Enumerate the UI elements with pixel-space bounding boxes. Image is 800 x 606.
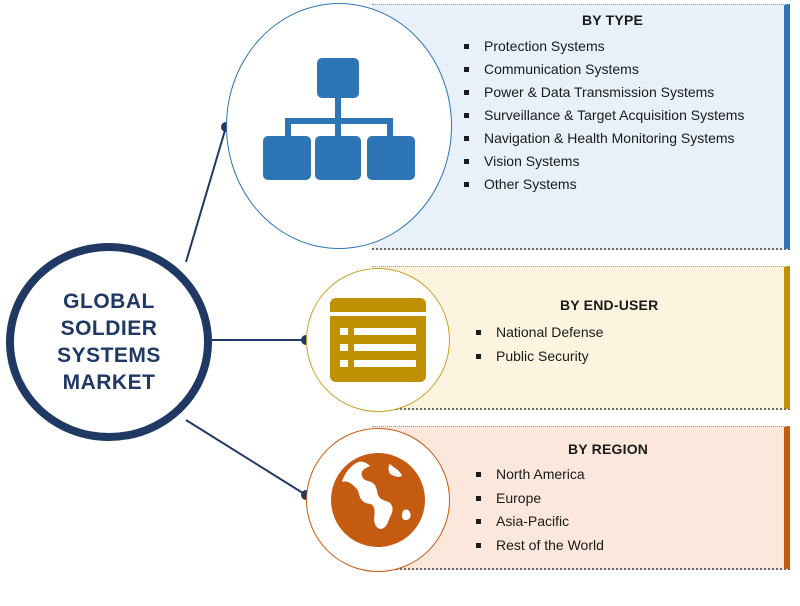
list-item: Other Systems <box>464 173 784 196</box>
hierarchy-icon <box>263 58 415 180</box>
main-market-circle: GLOBAL SOLDIER SYSTEMS MARKET <box>6 243 212 441</box>
list-item: Power & Data Transmission Systems <box>464 81 784 104</box>
list-item: Communication Systems <box>464 58 784 81</box>
region-icon-circle <box>306 428 450 572</box>
main-title: GLOBAL SOLDIER SYSTEMS MARKET <box>57 290 161 394</box>
list-item: Navigation & Health Monitoring Systems <box>464 127 784 150</box>
type-list: Protection Systems Communication Systems… <box>464 35 784 196</box>
type-icon-circle <box>226 3 452 249</box>
globe-icon <box>331 453 425 547</box>
end-user-list: National Defense Public Security <box>476 321 776 368</box>
list-item: Protection Systems <box>464 35 784 58</box>
list-document-icon <box>330 298 426 382</box>
connector-type <box>185 126 227 263</box>
list-item: Europe <box>476 487 776 511</box>
list-item: National Defense <box>476 321 776 345</box>
list-item: Surveillance & Target Acquisition System… <box>464 104 784 127</box>
list-item: North America <box>476 463 776 487</box>
region-list: North America Europe Asia-Pacific Rest o… <box>476 463 776 557</box>
end-user-icon-circle <box>306 268 450 412</box>
panel-title-by-end-user: BY END-USER <box>560 297 659 313</box>
panel-title-by-region: BY REGION <box>568 441 649 457</box>
list-item: Vision Systems <box>464 150 784 173</box>
list-item: Public Security <box>476 345 776 369</box>
connector-region <box>185 419 307 496</box>
list-item: Asia-Pacific <box>476 510 776 534</box>
panel-title-by-type: BY TYPE <box>582 12 644 28</box>
list-item: Rest of the World <box>476 534 776 558</box>
